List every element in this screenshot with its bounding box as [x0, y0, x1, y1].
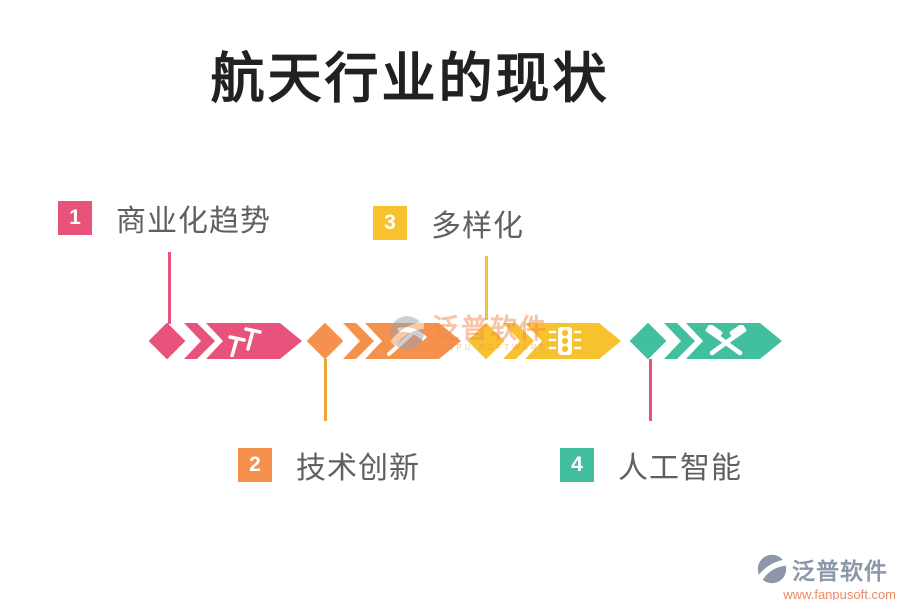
timeline-diamond-1	[148, 322, 186, 360]
connector-line-2	[324, 359, 327, 421]
item-4-number-badge: 4	[560, 448, 594, 482]
timeline-arrow-4	[664, 323, 784, 359]
item-2-label-block: 2 技术创新	[238, 443, 420, 487]
arrow-shape-1	[184, 323, 302, 359]
timeline-diamond-4	[629, 322, 667, 360]
footer-brand-name: 泛普软件	[792, 559, 888, 584]
timeline-diamond-3	[467, 322, 505, 360]
item-1-number-badge: 1	[58, 201, 92, 235]
traffic-light-icon	[548, 327, 582, 355]
item-2-label: 技术创新	[296, 452, 420, 485]
nails-icon	[228, 327, 262, 357]
item-3-label-block: 3 多样化	[373, 201, 524, 245]
item-1-label: 商业化趋势	[116, 205, 271, 238]
footer-logo: 泛普软件 www.fanpusoft.com	[756, 552, 896, 600]
footer-brand-url: www.fanpusoft.com	[783, 587, 896, 600]
pickaxe-icon	[387, 327, 427, 356]
connector-line-4	[649, 359, 652, 421]
item-3-number-badge: 3	[373, 206, 407, 240]
item-4-label-block: 4 人工智能	[560, 443, 742, 487]
connector-line-1	[168, 252, 171, 324]
timeline-arrow-1	[184, 323, 304, 359]
item-4-label: 人工智能	[618, 452, 742, 485]
item-3-label: 多样化	[431, 210, 524, 243]
crossed-hammers-icon	[705, 325, 747, 356]
page-title: 航天行业的现状	[210, 49, 610, 109]
item-2-number-badge: 2	[238, 448, 272, 482]
connector-line-3	[485, 256, 488, 320]
fanpu-logo-icon	[757, 554, 787, 584]
timeline-arrow-2	[343, 323, 463, 359]
timeline-arrow-3	[503, 323, 623, 359]
timeline-diamond-2	[306, 322, 344, 360]
item-1-label-block: 1 商业化趋势	[58, 196, 271, 240]
